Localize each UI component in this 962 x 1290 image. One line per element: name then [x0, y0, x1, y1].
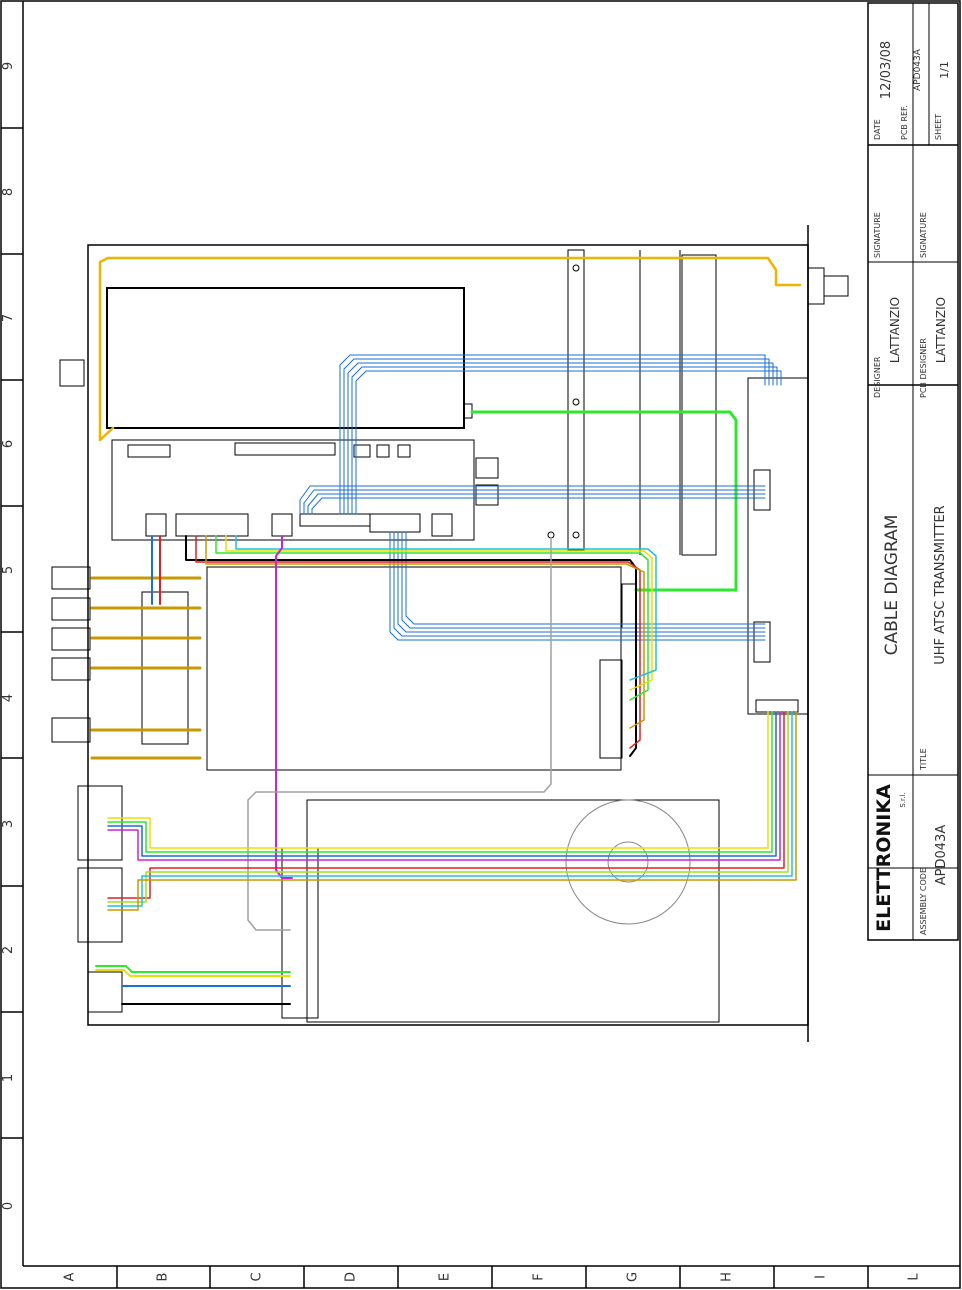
- mounting-hole: [573, 399, 579, 405]
- col-label-g: G: [626, 1272, 641, 1282]
- col-label-f: F: [532, 1273, 547, 1280]
- designer-value: LATTANZIO: [888, 297, 902, 363]
- row-label-9: 9: [1, 62, 16, 70]
- col-label-l: L: [907, 1273, 922, 1281]
- row-label-8: 8: [1, 188, 16, 196]
- row-label-2: 2: [1, 946, 16, 954]
- company-suffix: S.r.l.: [899, 792, 907, 807]
- row-label-6: 6: [1, 440, 16, 448]
- power-supply-unit: [282, 700, 798, 1022]
- date-label: DATE: [873, 119, 882, 140]
- pcb-designer-value: LATTANZIO: [934, 297, 948, 363]
- exciter-module: [107, 288, 498, 540]
- pcb-designer-label: PCB DESIGNER: [919, 338, 928, 398]
- mounting-hole: [548, 532, 554, 538]
- drawing-title: CABLE DIAGRAM: [882, 515, 902, 656]
- mounting-hole: [573, 532, 579, 538]
- date-value: 12/03/08: [879, 41, 894, 99]
- company-logo: ELETTRONIKA: [873, 784, 895, 932]
- designer-label: DESIGNER: [873, 356, 882, 398]
- rf-output-connector: [808, 268, 848, 304]
- assembly-value: APD043A: [934, 825, 949, 886]
- row-label-5: 5: [1, 566, 16, 574]
- power-amplifier-module: [142, 567, 636, 770]
- title-value: UHF ATSC TRANSMITTER: [933, 505, 948, 664]
- col-label-d: D: [344, 1272, 359, 1282]
- pcb-ref-label: PCB REF.: [900, 105, 909, 140]
- col-label-b: B: [156, 1273, 171, 1282]
- col-label-e: E: [438, 1273, 453, 1281]
- row-label-3: 3: [1, 820, 16, 828]
- pcb-ref-value: APD043A: [913, 48, 923, 91]
- col-label-h: H: [720, 1272, 735, 1282]
- assembly-label: ASSEMBLY CODE: [919, 868, 928, 935]
- sheet-label: SHEET: [934, 114, 943, 140]
- signature-label-1: SIGNATURE: [873, 212, 882, 258]
- signature-label-2: SIGNATURE: [919, 212, 928, 258]
- title-label: TITLE: [919, 748, 928, 771]
- mounting-hole: [573, 265, 579, 271]
- sheet-value: 1/1: [938, 61, 951, 79]
- row-label-0: 0: [1, 1202, 16, 1210]
- cable-magenta: [276, 536, 292, 878]
- col-label-c: C: [250, 1272, 265, 1281]
- row-label-1: 1: [1, 1074, 16, 1082]
- col-label-a: A: [63, 1272, 78, 1281]
- row-label-7: 7: [1, 314, 16, 322]
- col-label-i: I: [814, 1275, 829, 1279]
- row-label-4: 4: [1, 694, 16, 702]
